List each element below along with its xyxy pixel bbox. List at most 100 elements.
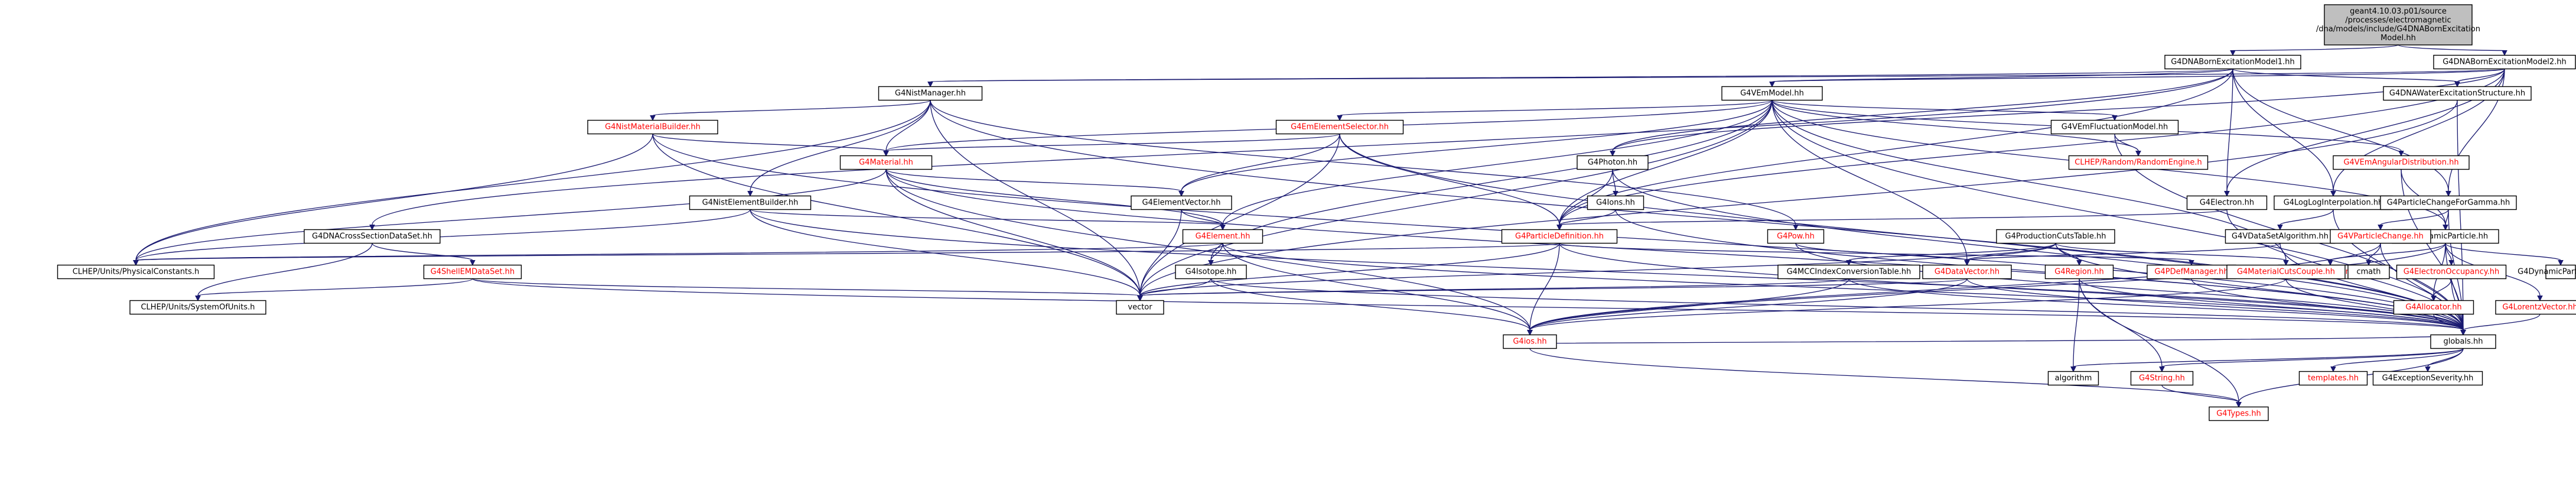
node-isotope[interactable]: G4Isotope.hh <box>1175 264 1247 280</box>
node-globals[interactable]: globals.hh <box>2430 334 2496 349</box>
edge-crossds-to-shellem <box>372 243 473 261</box>
edge-m2-to-photon <box>1612 69 2505 151</box>
node-label: templates.hh <box>2308 374 2359 383</box>
graph-edges <box>133 44 2564 408</box>
edge-arrowhead <box>1208 260 1214 266</box>
node-prodcut[interactable]: G4ProductionCutsTable.hh <box>1996 229 2115 244</box>
node-nistmatb[interactable]: G4NistMaterialBuilder.hh <box>587 119 718 135</box>
node-elvec[interactable]: G4ElementVector.hh <box>1131 195 1232 210</box>
edge-loglog-to-vdsa <box>2279 209 2334 226</box>
node-algorithm[interactable]: algorithm <box>2047 371 2099 386</box>
node-dnawater[interactable]: G4DNAWaterExcitationStructure.hh <box>2383 86 2532 101</box>
node-box <box>2130 371 2194 386</box>
node-allocator[interactable]: G4Allocator.hh <box>2393 300 2474 315</box>
node-nistelb[interactable]: G4NistElementBuilder.hh <box>689 195 812 210</box>
node-label: G4NistManager.hh <box>895 89 966 98</box>
node-label: G4VDataSetAlgorithm.hh <box>2232 232 2329 241</box>
node-region[interactable]: G4Region.hh <box>2044 264 2114 280</box>
edge-mcc-to-g4ios <box>1529 278 1849 330</box>
edge-nistelb-to-vector <box>750 209 1141 296</box>
node-g4types[interactable]: G4Types.hh <box>2209 406 2269 421</box>
node-cmath[interactable]: cmath <box>2347 264 2390 280</box>
edge-vdsa-to-datavec <box>1966 242 2281 261</box>
node-box <box>1777 264 1920 280</box>
edge-vemmodel-to-vector <box>1139 100 1773 296</box>
node-eocc[interactable]: G4ElectronOccupancy.hh <box>2396 264 2507 280</box>
node-box <box>1275 119 1404 135</box>
edge-arrowhead <box>2076 260 2082 266</box>
node-dynicc[interactable]: G4DynamicParticle.icc <box>2518 264 2576 280</box>
node-m2[interactable]: G4DNABornExcitationModel2.hh <box>2433 54 2576 70</box>
edge-isotope-to-vector <box>1139 278 1212 297</box>
node-crossds[interactable]: G4DNACrossSectionDataSet.hh <box>304 229 441 244</box>
node-m1[interactable]: G4DNABornExcitationModel1.hh <box>2164 54 2301 70</box>
node-label: G4Material.hh <box>859 158 913 167</box>
edge-dnawater-to-vector <box>1139 100 2458 296</box>
node-shellem[interactable]: G4ShellEMDataSet.hh <box>423 264 522 280</box>
node-element[interactable]: G4Element.hh <box>1182 229 1263 244</box>
edge-m1-to-photon <box>1612 69 2233 151</box>
node-vemfluct[interactable]: G4VEmFluctuationModel.hh <box>2050 119 2179 135</box>
edge-m2-to-vemmodel <box>1771 68 2505 83</box>
edge-nistmgr-to-nistelb <box>750 100 931 192</box>
node-clhepre[interactable]: CLHEP/Random/RandomEngine.h <box>2068 155 2209 170</box>
node-emelsel[interactable]: G4EmElementSelector.hh <box>1275 119 1404 135</box>
edge-dnawater-to-globals <box>2457 100 2464 330</box>
edge-nistelb-to-element <box>750 209 1223 226</box>
node-box <box>2433 54 2576 70</box>
edge-pdefmgr-to-globals <box>2191 278 2464 330</box>
edge-nistmgr-to-material <box>885 100 931 151</box>
node-electron[interactable]: G4Electron.hh <box>2186 195 2268 210</box>
node-box <box>2396 264 2507 280</box>
edge-vpchange-to-cmath <box>2368 243 2381 261</box>
node-pdef[interactable]: G4ParticleDefinition.hh <box>1501 229 1618 244</box>
node-g4ios[interactable]: G4ios.hh <box>1503 334 1557 349</box>
edge-globals-to-g4ios <box>1529 334 2464 345</box>
edge-pdef-to-g4ios <box>1529 243 1560 330</box>
node-pcgamma[interactable]: G4ParticleChangeForGamma.hh <box>2380 195 2517 210</box>
node-material[interactable]: G4Material.hh <box>839 155 933 170</box>
edge-vemmodel-to-globals <box>1771 100 2464 330</box>
node-g4exc[interactable]: G4ExceptionSeverity.hh <box>2372 371 2483 386</box>
edge-arrowhead <box>2070 366 2076 372</box>
node-datavec[interactable]: G4DataVector.hh <box>1922 264 2012 280</box>
node-label: G4VEmAngularDistribution.hh <box>2343 158 2458 167</box>
edge-photon-to-pdef <box>1559 169 1613 225</box>
node-label: G4Element.hh <box>1196 232 1250 241</box>
node-sysunits[interactable]: CLHEP/Units/SystemOfUnits.h <box>129 300 266 315</box>
edge-nistmatb-to-vector <box>652 134 1141 296</box>
node-vemang[interactable]: G4VEmAngularDistribution.hh <box>2333 155 2470 170</box>
node-lorentz[interactable]: G4LorentzVector.hh <box>2495 300 2576 315</box>
node-mcc[interactable]: G4MCCIndexConversionTable.hh <box>1777 264 1920 280</box>
edge-lorentz-to-globals <box>2463 314 2541 331</box>
edge-material-to-physconst <box>135 169 887 261</box>
node-templates[interactable]: templates.hh <box>2298 371 2368 386</box>
node-vemmodel[interactable]: G4VEmModel.hh <box>1721 86 1823 101</box>
edge-globals-to-g4string <box>2161 348 2464 368</box>
edge-emelsel-to-material <box>885 133 1340 152</box>
node-loglog[interactable]: G4LogLogInterpolation.hh <box>2274 195 2393 210</box>
edge-arrowhead <box>2277 225 2283 231</box>
edge-vemmodel-to-pdef <box>1559 100 1773 225</box>
edge-g4ios-to-g4types <box>1529 348 2239 403</box>
node-vpchange[interactable]: G4VParticleChange.hh <box>2330 229 2431 244</box>
edge-root-to-m2 <box>2398 44 2505 51</box>
node-root[interactable]: geant4.10.03.p01/source/processes/electr… <box>2316 4 2480 46</box>
node-vdsa[interactable]: G4VDataSetAlgorithm.hh <box>2225 229 2336 244</box>
node-pow[interactable]: G4Pow.hh <box>1767 229 1825 244</box>
node-matcut[interactable]: G4MaterialCutsCouple.hh <box>2226 264 2346 280</box>
node-pdefmgr[interactable]: G4PDefManager.hh <box>2147 264 2236 280</box>
node-label: G4LorentzVector.hh <box>2502 303 2576 312</box>
edge-isotope-to-globals <box>1210 278 2464 331</box>
node-box <box>2430 334 2496 349</box>
edge-vemmodel-to-clhepre <box>1771 100 2139 151</box>
node-box <box>2393 300 2474 315</box>
edge-arrowhead <box>2236 402 2242 408</box>
node-vector[interactable]: vector <box>1116 300 1164 315</box>
node-nistmgr[interactable]: G4NistManager.hh <box>878 86 983 101</box>
node-physconst[interactable]: CLHEP/Units/PhysicalConstants.h <box>57 264 215 280</box>
edge-mcc-to-globals <box>1848 278 2464 331</box>
node-g4string[interactable]: G4String.hh <box>2130 371 2194 386</box>
node-photon[interactable]: G4Photon.hh <box>1577 155 1649 170</box>
node-ions[interactable]: G4Ions.hh <box>1587 195 1644 210</box>
